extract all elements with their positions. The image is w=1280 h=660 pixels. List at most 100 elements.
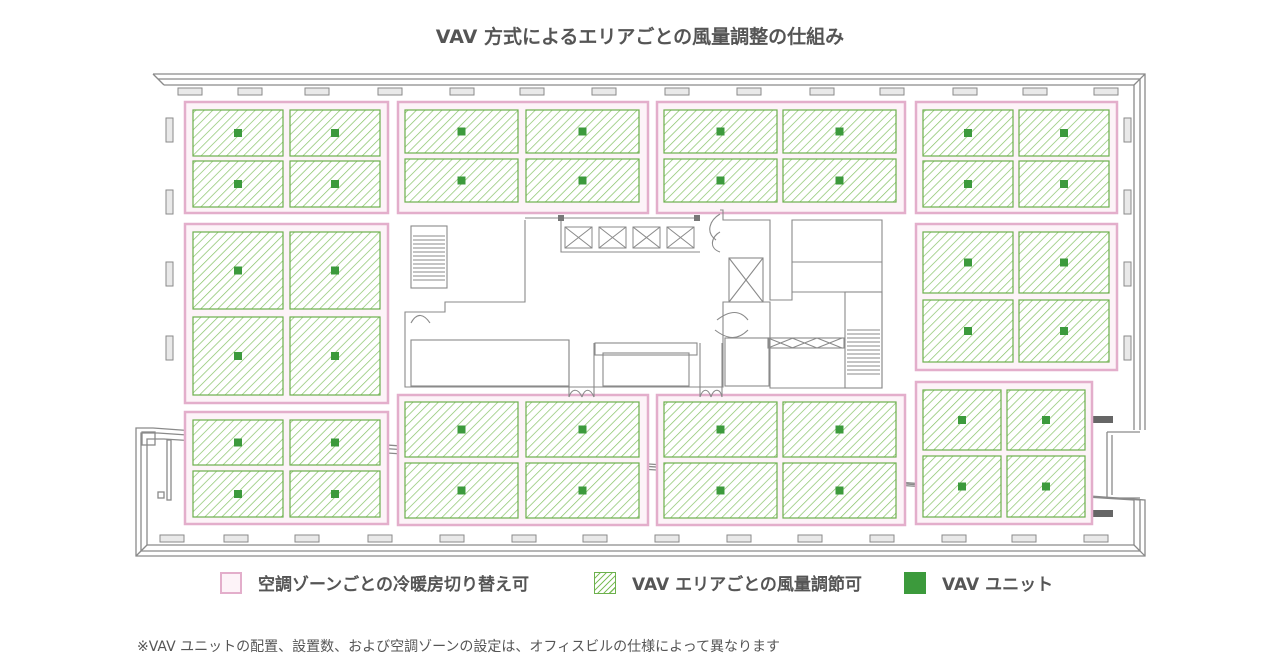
entrance-marks [1093,416,1113,517]
vav-unit-swatch [904,571,926,594]
legend-item-unit: VAV ユニット [904,570,1053,595]
window-left [165,117,174,143]
vav-unit [578,176,587,185]
ac-zone [183,410,390,526]
window-top [304,87,330,96]
window-bottom [654,534,680,543]
window-bottom [367,534,393,543]
vav-unit [578,127,587,136]
duct-shafts [564,226,843,349]
window-right [1123,117,1132,143]
ac-zone [655,100,907,215]
vav-unit [457,425,466,434]
vav-unit [1060,327,1068,335]
footnote: ※VAV ユニットの配置、設置数、および空調ゾーンの設定は、オフィスビルの仕様に… [137,639,781,655]
vav-unit [331,352,339,360]
vav-unit [964,180,972,188]
window-bottom [726,534,752,543]
vav-unit [331,490,339,498]
vav-unit [716,486,725,495]
legend-label-unit: VAV ユニット [942,575,1054,595]
column-markers [558,215,700,221]
vav-unit [964,258,972,267]
window-bottom [294,534,320,543]
ac-zone [183,222,390,405]
window-bottom [439,534,465,543]
ac-zone [396,100,650,215]
vav-unit [331,180,339,188]
vav-unit [234,266,242,275]
shaft [564,226,593,249]
vav-unit [457,486,466,495]
building-core [404,209,883,398]
vav-unit [835,486,844,495]
window-bottom [159,534,185,543]
legend-item-zone: 空調ゾーンごとの冷暖房切り替え可 [220,570,529,595]
shaft [666,226,695,249]
vav-unit [716,127,725,136]
window-bottom [511,534,537,543]
vav-unit [578,486,587,495]
window-left [165,261,174,287]
window-bottom [1083,534,1109,543]
window-top [809,87,835,96]
legend-item-area: VAV エリアごとの風量調節可 [594,570,862,595]
window-left [165,335,174,361]
window-right [1123,189,1132,215]
window-bottom [941,534,967,543]
vav-unit [578,425,587,434]
window-bottom [1011,534,1037,543]
vav-unit [331,129,339,137]
vav-unit [964,129,972,137]
window-top [449,87,475,96]
window-left [165,189,174,215]
ac-zone [914,380,1094,526]
window-top [736,87,762,96]
ac-zone [655,393,907,527]
window-bottom [869,534,895,543]
window-top [1022,87,1048,96]
shaft [598,226,627,249]
air-conditioning-zones [183,100,1119,527]
ac-zone [396,393,650,527]
vav-unit [457,127,466,136]
vav-unit [835,176,844,185]
window-top [879,87,905,96]
legend-label-zone: 空調ゾーンごとの冷暖房切り替え可 [258,575,529,595]
vav-unit [716,176,725,185]
vav-unit [716,425,725,434]
vav-unit [234,352,242,360]
vav-unit [331,438,339,447]
window-bottom [223,534,249,543]
window-top [1093,87,1119,96]
vav-unit [1060,258,1068,267]
vav-unit [1060,180,1068,188]
vav-unit [457,176,466,185]
vav-unit [1042,482,1050,491]
ac-zone [914,222,1119,372]
window-bottom [797,534,823,543]
window-top [237,87,263,96]
window-bottom [582,534,608,543]
shaft [632,226,661,249]
vav-unit [1060,129,1068,137]
window-right [1123,335,1132,361]
ac-zone [914,100,1119,215]
window-top [952,87,978,96]
vav-unit [234,180,242,188]
hatch-swatch [594,571,616,594]
vav-unit [835,127,844,136]
window-top [377,87,403,96]
vav-unit [958,482,966,491]
zone-swatch [220,571,242,594]
window-right [1123,261,1132,287]
window-top [591,87,617,96]
vav-unit [1042,416,1050,424]
legend-label-area: VAV エリアごとの風量調節可 [632,575,862,595]
window-top [177,87,203,96]
ac-zone [183,100,390,215]
stairs [413,235,880,375]
window-top [664,87,690,96]
vav-unit [331,266,339,275]
